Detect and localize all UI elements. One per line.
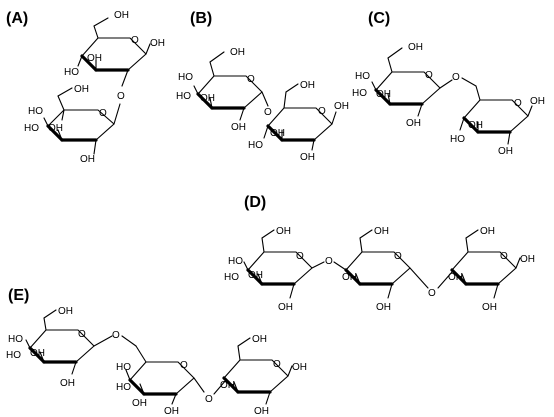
atom-oh: OH [300,152,315,163]
ring-d-2 [333,229,429,299]
panel-label-c: (C) [368,10,390,27]
atom-ho: HO [64,67,79,78]
panel-label-e: (E) [8,287,29,304]
atom-oh: OH [252,334,267,345]
atom-oh: OH [498,146,513,157]
atom-oh: OH [276,226,291,237]
atom-oh: OH [150,38,165,49]
atom-oh: OH [87,53,102,64]
atom-o: O [452,72,460,83]
atom-ho: HO [178,72,193,83]
atom-o: O [394,251,402,262]
atom-ho: HO [248,140,263,151]
atom-oh: OH [520,254,535,265]
atom-oh: OH [376,89,391,100]
atom-oh: OH [334,101,349,112]
atom-oh: OH [231,122,246,133]
atom-o: O [99,108,107,119]
ring-e-2 [121,335,205,405]
ring-a-upper [77,17,151,87]
atom-o: O [180,360,188,371]
atom-oh: OH [254,406,269,417]
ring-e-3 [213,337,293,405]
atom-o: O [514,98,522,109]
atom-oh: OH [300,80,315,91]
atom-oh: OH [480,226,495,237]
atom-oh: OH [408,42,423,53]
structure-e: OH O O HO HO OH OH O O HO HO OH OH [6,306,307,417]
atom-oh: OH [376,302,391,313]
atom-ho: HO [24,123,39,134]
structure-c: OH O O HO HO OH OH O OH HO OH OH [352,42,545,157]
atom-o: O [247,74,255,85]
atom-o: O [273,359,281,370]
structure-a: OH O OH HO OH O OH O HO HO OH OH [24,10,165,165]
atom-oh: OH [30,348,45,359]
ring-e-1 [25,309,113,375]
atom-o: O [500,251,508,262]
atom-oh: OH [58,306,73,317]
atom-oh: OH [48,123,63,134]
atom-oh: OH [292,362,307,373]
atom-oh: OH [278,302,293,313]
atom-o: O [264,107,272,118]
atom-oh: OH [248,270,263,281]
atom-ho: HO [116,362,131,373]
atom-oh: OH [230,47,245,58]
atom-ho: HO [224,272,239,283]
ring-b-left [193,51,269,121]
atom-oh: OH [342,272,357,283]
atom-ho: HO [116,382,131,393]
atom-o: O [325,256,333,267]
atom-ho: HO [6,350,21,361]
atom-o: O [318,106,326,117]
atom-oh: OH [406,118,421,129]
ring-d-3 [437,229,521,299]
atom-ho: HO [228,256,243,267]
atom-oh: OH [60,378,75,389]
atom-oh: OH [132,398,147,409]
atom-oh: OH [80,154,95,165]
panel-label-a: (A) [6,10,28,27]
atom-o: O [205,394,213,405]
atom-oh: OH [114,10,129,21]
ring-c-left [371,47,453,117]
panel-label-d: (D) [244,194,266,211]
panel-label-b: (B) [190,10,212,27]
structure-b: OH O HO HO OH OH O OH O OH HO OH OH [176,47,349,163]
atom-ho: HO [450,134,465,145]
ring-c-right [459,77,533,145]
atom-o: O [131,35,139,46]
atom-o: O [78,329,86,340]
atom-o: O [117,91,125,102]
atom-oh: OH [270,128,285,139]
ring-d-1 [243,229,325,299]
atom-oh: OH [200,93,215,104]
atom-o: O [112,330,120,341]
atom-oh: OH [164,406,179,417]
structure-d: OH O O HO HO OH OH OH O O OH OH [224,226,535,313]
atom-oh: OH [374,226,389,237]
atom-oh: OH [448,272,463,283]
atom-o: O [428,288,436,299]
atom-ho: HO [28,106,43,117]
atom-ho: HO [355,71,370,82]
atom-oh: OH [482,302,497,313]
atom-ho: HO [352,88,367,99]
ring-b-right [263,83,337,151]
atom-oh: OH [74,84,89,95]
atom-ho: HO [176,91,191,102]
atom-o: O [296,251,304,262]
atom-oh: OH [220,380,235,391]
atom-oh: OH [468,120,483,131]
atom-ho: HO [8,334,23,345]
ring-a-lower [43,87,121,155]
atom-oh: OH [530,96,545,107]
atom-o: O [425,70,433,81]
